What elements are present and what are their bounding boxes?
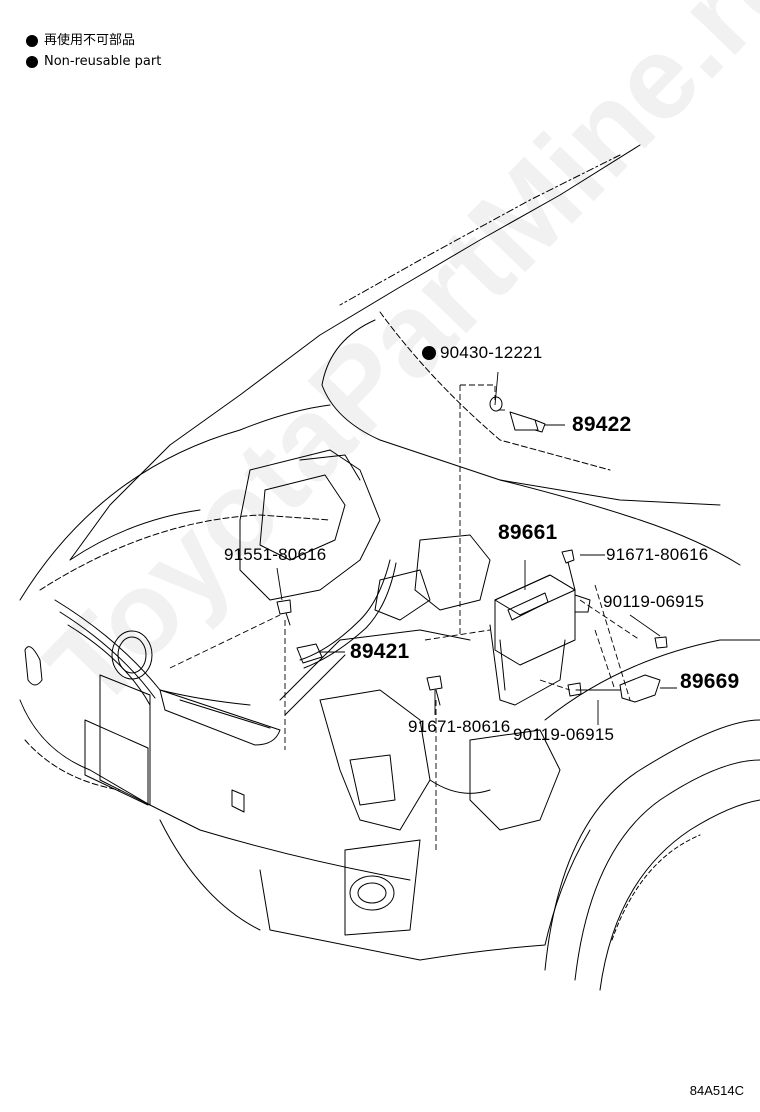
- engine-block: [259, 474, 346, 561]
- legend-label-japanese: 再使用不可部品: [44, 33, 136, 48]
- bracket-89669: [619, 674, 661, 703]
- filled-circle-icon: [26, 56, 38, 68]
- gasket-90430: [489, 396, 503, 412]
- part-number-91671-lower[interactable]: 91671-80616: [408, 717, 511, 736]
- part-number-89669[interactable]: 89669: [680, 670, 740, 693]
- leader-line: [594, 629, 616, 691]
- tire-outline: [574, 759, 760, 981]
- leader-line: [424, 629, 491, 641]
- leader-line: [169, 614, 281, 669]
- part-number-91671-top[interactable]: 91671-80616: [606, 545, 709, 564]
- engine-block: [299, 454, 361, 481]
- wheel-arch: [544, 719, 760, 971]
- bumper-outline: [99, 674, 151, 806]
- non-reusable-marker-icon: [422, 346, 436, 360]
- leader-line: [460, 384, 496, 400]
- fender-outline: [419, 829, 591, 961]
- hood-outline: [69, 144, 641, 561]
- grille-lower: [159, 689, 281, 746]
- bumper-outline: [24, 739, 121, 791]
- ecu-bracket: [574, 594, 591, 613]
- bolt-90119-right: [654, 636, 668, 649]
- ecu-bracket: [489, 624, 566, 706]
- grille-upper: [67, 624, 151, 706]
- bolt-90119-lower: [567, 682, 621, 697]
- engine-hose: [299, 559, 391, 661]
- emblem: [117, 636, 147, 674]
- sensor-89422: [534, 419, 546, 433]
- leader-line: [539, 679, 571, 691]
- emblem: [111, 630, 153, 680]
- diagram-id-label: 84A514C: [689, 1083, 744, 1098]
- bolt-91671-lower: [426, 675, 443, 706]
- ecu-bracket: [499, 639, 506, 691]
- hood-front-edge: [69, 509, 201, 561]
- fender-outline: [499, 479, 741, 566]
- fog-light: [349, 875, 395, 911]
- pointer-line: [629, 614, 661, 637]
- hood-edge: [339, 154, 621, 306]
- leader-line: [579, 599, 641, 641]
- tire-outline: [599, 799, 760, 991]
- part-number-91551[interactable]: 91551-80616: [224, 545, 327, 564]
- legend-item-japanese: 再使用不可部品: [26, 33, 135, 49]
- sensor-89421: [296, 643, 323, 664]
- engine-hose: [303, 562, 397, 669]
- engine-block: [374, 569, 431, 621]
- part-number-90119-lower[interactable]: 90119-06915: [513, 725, 615, 744]
- engine-lower: [429, 779, 491, 794]
- bolt-91671-top: [561, 549, 576, 591]
- ecu-body: [494, 574, 576, 666]
- part-number-89422[interactable]: 89422: [572, 413, 632, 436]
- bumper-outline: [259, 869, 421, 961]
- ecu-connector: [507, 592, 549, 621]
- part-number-89421[interactable]: 89421: [350, 640, 410, 663]
- tire-outline: [611, 834, 701, 941]
- part-number-90430[interactable]: 90430-12221: [440, 343, 543, 362]
- sensor-89422: [509, 411, 539, 431]
- engine-lower: [349, 754, 396, 806]
- strut: [284, 654, 346, 716]
- bolt-91551: [276, 599, 292, 626]
- bumper-outline: [159, 819, 261, 931]
- hood-fold-line: [321, 319, 721, 506]
- fog-light: [357, 882, 387, 904]
- side-marker: [231, 789, 245, 813]
- legend-label-english: Non-reusable part: [44, 54, 162, 69]
- part-number-90119-right[interactable]: 90119-06915: [603, 592, 705, 611]
- pointer-line: [276, 567, 283, 601]
- fender-outline: [544, 639, 760, 721]
- filled-circle-icon: [26, 35, 38, 47]
- strut: [279, 629, 471, 701]
- headlight: [24, 646, 43, 686]
- engine-lower: [319, 689, 431, 831]
- hood-fold-line: [379, 311, 611, 471]
- hood-front-edge: [19, 404, 331, 601]
- part-number-89661[interactable]: 89661: [498, 521, 558, 544]
- pointer-line: [494, 371, 499, 406]
- license-plate: [84, 719, 149, 806]
- leader-line: [594, 584, 631, 701]
- grille-upper: [54, 599, 251, 706]
- hood-front-edge: [39, 514, 331, 591]
- bumper-outline: [19, 699, 411, 881]
- engine-block: [239, 449, 381, 601]
- engine-lower: [469, 729, 561, 831]
- fog-light-housing: [344, 839, 421, 936]
- legend-item-english: Non-reusable part: [26, 54, 161, 70]
- engine-block: [414, 534, 491, 611]
- grille-upper: [59, 611, 156, 699]
- grille-lower: [179, 699, 271, 729]
